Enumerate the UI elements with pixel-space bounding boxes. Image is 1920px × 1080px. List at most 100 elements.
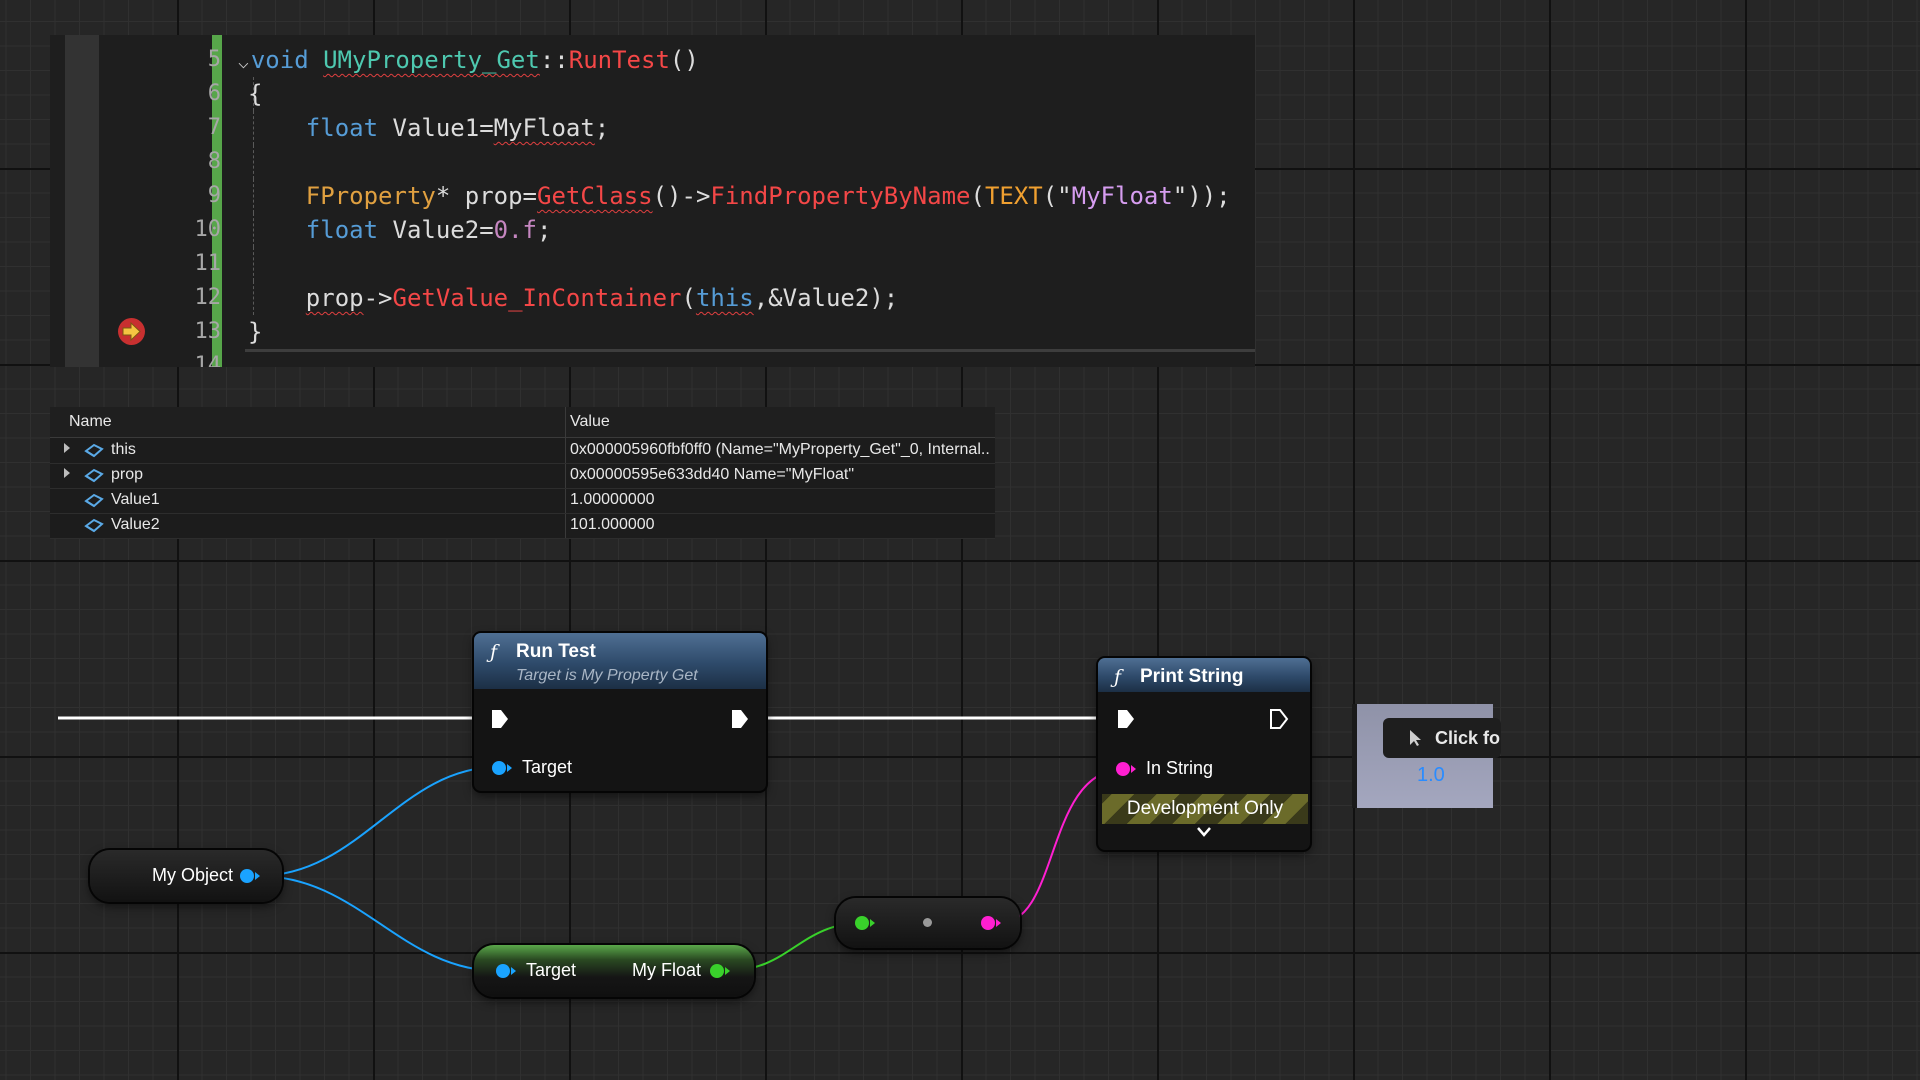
code-line[interactable]: 5⌵void UMyProperty_Get::RunTest() — [50, 43, 1255, 77]
run-test-node[interactable]: ƒ Run Test Target is My Property Get Tar… — [474, 633, 766, 791]
indent-guide — [253, 213, 254, 247]
code-editor[interactable]: 5⌵void UMyProperty_Get::RunTest()6{7 flo… — [50, 35, 1255, 367]
code-token: ")); — [1172, 182, 1231, 210]
code-token: UMyProperty_Get — [323, 46, 540, 74]
code-token: (" — [1042, 182, 1072, 210]
exec-out-pin[interactable] — [730, 708, 750, 730]
get-my-float-node[interactable]: Target My Float — [474, 945, 754, 997]
my-float-label: My Float — [632, 960, 702, 980]
code-token — [248, 182, 306, 210]
code-text[interactable]: { — [248, 77, 262, 111]
horizontal-scrollbar[interactable] — [245, 349, 1255, 352]
code-text[interactable]: ⌵void UMyProperty_Get::RunTest() — [238, 43, 699, 80]
code-token: Value2= — [378, 216, 494, 244]
code-token: this — [695, 284, 754, 312]
local-name: prop — [111, 466, 144, 483]
in-string-pin[interactable] — [1116, 762, 1136, 776]
line-number: 11 — [194, 251, 222, 276]
print-string-title: Print String — [1140, 666, 1244, 687]
code-token: float — [305, 114, 379, 142]
code-text[interactable]: float Value2=0.f; — [248, 213, 552, 247]
development-only-label: Development Only — [1126, 798, 1284, 819]
function-icon: ƒ — [490, 641, 498, 663]
code-line[interactable]: 9 FProperty* prop=GetClass()->FindProper… — [50, 179, 1255, 213]
column-divider[interactable] — [565, 407, 566, 538]
code-token: :: — [539, 46, 569, 74]
my-float-output-pin[interactable] — [710, 964, 730, 978]
local-value[interactable]: 0x00000595e633dd40 Name="MyFloat" — [570, 466, 854, 483]
line-number: 10 — [194, 217, 222, 242]
exec-in-pin[interactable] — [490, 708, 510, 730]
code-text[interactable]: prop->GetValue_InContainer(this,&Value2)… — [248, 281, 898, 315]
exec-out-pin[interactable] — [1269, 708, 1289, 730]
code-text[interactable]: FProperty* prop=GetClass()->FindProperty… — [248, 179, 1231, 213]
my-object-output-pin[interactable] — [240, 869, 260, 883]
click-panel: Click fo 1.0 — [1352, 704, 1501, 808]
code-line[interactable]: 8 — [50, 145, 1255, 179]
object-wire-to-run-test — [257, 766, 499, 877]
function-icon: ƒ — [1114, 666, 1122, 688]
float-input-pin[interactable] — [855, 916, 875, 930]
code-line[interactable]: 10 float Value2=0.f; — [50, 213, 1255, 247]
breakpoint-margin[interactable] — [65, 35, 99, 367]
code-token — [248, 216, 306, 244]
line-number: 13 — [194, 319, 222, 344]
code-token: Value1= — [378, 114, 494, 142]
line-number: 8 — [207, 149, 221, 174]
local-value[interactable]: 1.00000000 — [570, 491, 655, 508]
code-token: float — [305, 216, 379, 244]
code-token: FProperty — [305, 182, 436, 210]
code-text[interactable]: float Value1=MyFloat; — [248, 111, 609, 145]
exec-in-pin[interactable] — [1116, 708, 1136, 730]
run-test-subtitle: Target is My Property Get — [516, 667, 698, 684]
development-only-banner: Development Only — [1102, 794, 1308, 824]
name-column-header[interactable]: Name — [69, 413, 112, 430]
click-button[interactable]: Click fo — [1383, 718, 1501, 758]
indent-guide — [253, 145, 254, 179]
indent-guide — [253, 111, 254, 145]
target-pin[interactable] — [492, 761, 512, 775]
line-number: 14 — [194, 353, 222, 367]
run-test-title-bar[interactable] — [474, 633, 766, 689]
indent-guide — [253, 179, 254, 213]
code-line[interactable]: 6{ — [50, 77, 1255, 111]
chevron-down-icon[interactable] — [1196, 826, 1212, 838]
code-token: ( — [681, 284, 696, 312]
value-column-header[interactable]: Value — [570, 413, 610, 430]
local-value[interactable]: 101.000000 — [570, 516, 655, 533]
code-line[interactable]: 11 — [50, 247, 1255, 281]
expand-arrow-icon[interactable] — [64, 468, 70, 478]
code-line[interactable]: 7 float Value1=MyFloat; — [50, 111, 1255, 145]
expand-arrow-icon[interactable] — [64, 443, 70, 453]
code-token: -> — [363, 284, 393, 312]
fold-chevron-icon[interactable]: ⌵ — [238, 52, 249, 73]
my-object-label: My Object — [152, 865, 234, 885]
code-line[interactable]: 14 — [50, 349, 1255, 367]
my-object-node[interactable]: My Object — [90, 850, 282, 902]
string-output-pin[interactable] — [981, 916, 1001, 930]
breakpoint-current-line-icon[interactable] — [118, 318, 145, 345]
print-string-title-bar[interactable] — [1098, 658, 1310, 692]
print-string-node[interactable]: ƒ Print String In String Development Onl… — [1098, 658, 1310, 850]
code-token: prop — [305, 284, 364, 312]
code-line[interactable]: 13} — [50, 315, 1255, 349]
code-token: GetValue_InContainer — [392, 284, 682, 312]
code-token: ()-> — [652, 182, 711, 210]
locals-header: Name Value — [50, 407, 995, 438]
in-string-label: In String — [1146, 758, 1214, 778]
line-number: 6 — [207, 81, 221, 106]
float-to-string-conversion-node[interactable] — [836, 898, 1020, 948]
indent-guide — [253, 281, 254, 315]
line-number: 9 — [207, 183, 221, 208]
code-text[interactable]: } — [248, 315, 262, 349]
code-line[interactable]: 12 prop->GetValue_InContainer(this,&Valu… — [50, 281, 1255, 315]
code-token: void — [250, 46, 324, 74]
variable-icon — [84, 442, 104, 464]
locals-row[interactable]: prop 0x00000595e633dd40 Name="MyFloat" — [50, 463, 995, 489]
variable-icon — [84, 467, 104, 489]
target-pin[interactable] — [496, 964, 516, 978]
local-value[interactable]: 0x000005960fbf0ff0 (Name="MyProperty_Get… — [570, 441, 990, 458]
